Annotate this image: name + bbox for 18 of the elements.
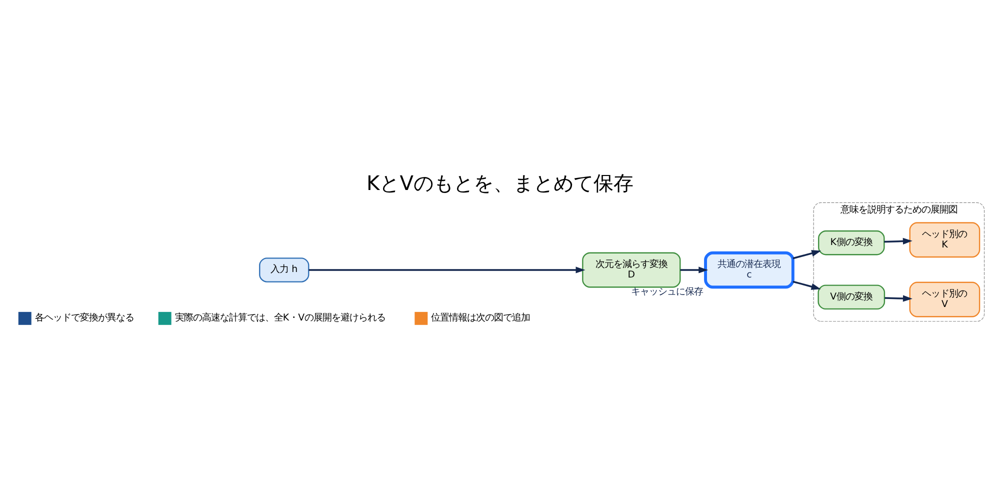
node-box: 次元を減らす変換 D — [582, 252, 681, 288]
legend-label: 位置情報は次の図で追加 — [431, 312, 530, 324]
node-box: ヘッド別の V — [909, 281, 980, 317]
arrow — [792, 280, 821, 290]
node-box: V側の変換 — [818, 284, 886, 310]
diagram-title: KとVのもとを、まとめて保存 — [366, 170, 634, 194]
arrow — [792, 250, 822, 259]
node-box: 共通の潜在表現 c — [704, 250, 794, 288]
node-box: K側の変換 — [818, 230, 885, 255]
node-box: ヘッド別の K — [909, 222, 980, 258]
legend-label: 実際の高速な計算では、全K・Vの展開を避けられる — [174, 312, 386, 324]
node-box: 入力 h — [259, 257, 310, 282]
arrow — [680, 266, 708, 273]
arrow — [884, 237, 912, 244]
arrow — [884, 294, 912, 302]
arrow — [308, 266, 586, 273]
legend-label: 各ヘッドで変換が異なる — [34, 312, 134, 324]
node-label: キャッシュに保存 — [630, 286, 703, 298]
